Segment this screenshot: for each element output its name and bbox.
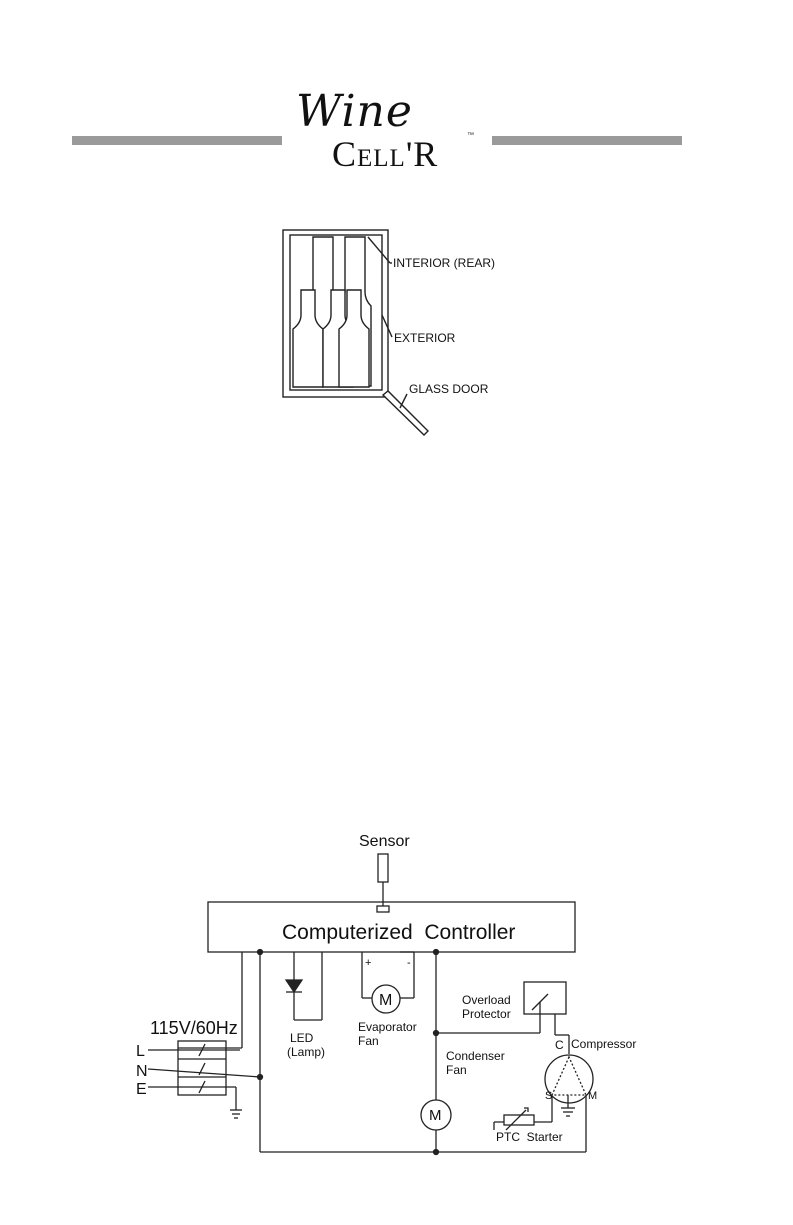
label-interior-rear: INTERIOR (REAR) [393,256,495,270]
sensor-probe [378,854,388,882]
header-rule-left [72,136,282,145]
label-glass-door: GLASS DOOR [409,382,489,396]
sensor-label: Sensor [359,833,410,850]
compressor-c-label: C [555,1038,564,1052]
led-label-line2: (Lamp) [287,1045,325,1059]
overload-protector [524,982,566,1014]
front-bottle-left [293,290,323,387]
label-exterior: EXTERIOR [394,331,456,345]
logo-trademark: ™ [467,132,474,139]
logo-word-cellr: Cell'R [332,133,438,175]
wiring-diagram: Sensor Computerized Controller 115V/60Hz… [0,820,793,1210]
controller-label: Computerized Controller [282,921,515,944]
compressor-s-label: S [545,1090,552,1102]
logo-word-wine: Wine [296,86,413,137]
compressor-m-label: M [588,1090,597,1102]
evap-label-line1: Evaporator [358,1020,417,1034]
evap-plus: + [365,957,371,969]
terminal-l-label: L [136,1043,145,1060]
cabinet-diagram: INTERIOR (REAR) EXTERIOR GLASS DOOR [0,215,793,475]
evap-motor-symbol: M [379,992,392,1009]
overload-label-line2: Protector [462,1007,511,1021]
led-label-line1: LED [290,1031,314,1045]
ptc-starter-label: PTC Starter [496,1130,563,1144]
compressor-label: Compressor [571,1037,636,1051]
brand-logo: Wine Cell'R ™ [290,80,495,180]
header-rule-right [492,136,682,145]
terminal-e-label: E [136,1081,147,1098]
condenser-label-line1: Condenser [446,1049,505,1063]
evap-label-line2: Fan [358,1034,379,1048]
overload-label-line1: Overload [462,993,511,1007]
evap-minus: - [407,957,411,969]
terminal-n-label: N [136,1063,148,1080]
condenser-label-line2: Fan [446,1063,467,1077]
power-rating-label: 115V/60Hz [150,1018,238,1038]
condenser-motor-symbol: M [429,1107,442,1124]
led-diode [286,980,302,992]
